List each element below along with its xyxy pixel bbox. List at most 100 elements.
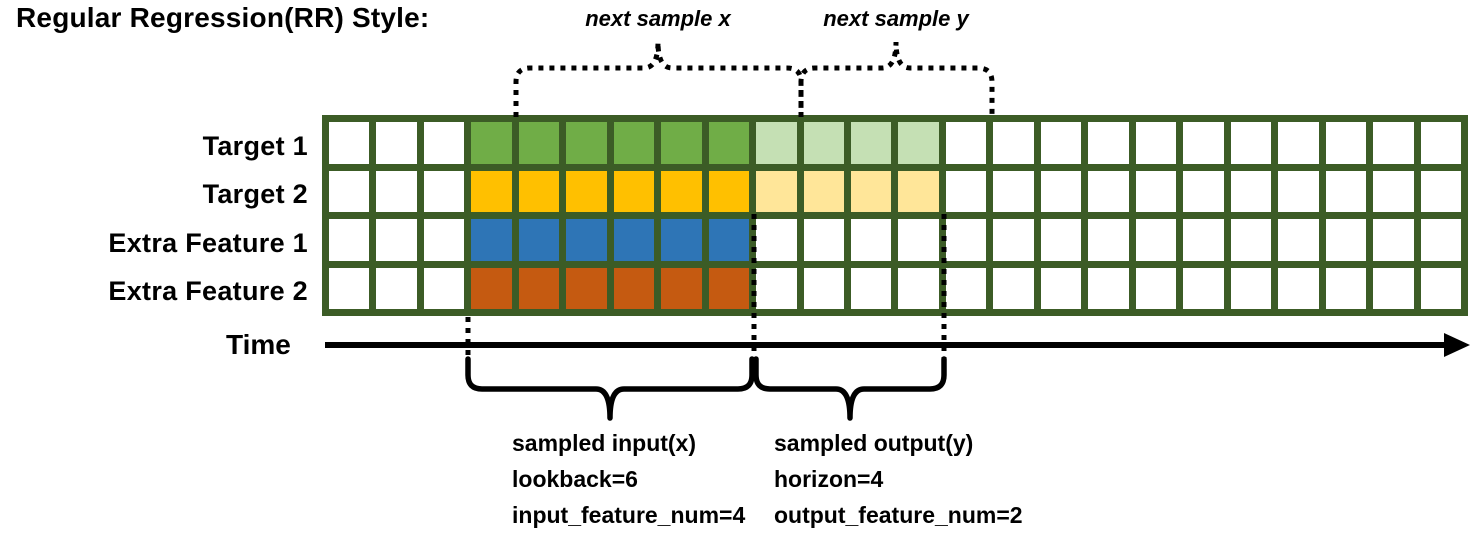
grid-cell bbox=[1183, 122, 1224, 164]
sampled-output-title: sampled output(y) bbox=[774, 430, 974, 456]
grid-cell bbox=[518, 122, 560, 164]
grid-cell bbox=[898, 170, 939, 212]
grid-cell bbox=[1373, 267, 1414, 309]
sampled-output-brace bbox=[753, 356, 947, 421]
grid-cell bbox=[851, 122, 892, 164]
row-label-target-1: Target 1 bbox=[202, 130, 308, 161]
grid-cell bbox=[1088, 219, 1129, 261]
page-title: Regular Regression(RR) Style: bbox=[16, 2, 430, 33]
row-label-target-2: Target 2 bbox=[202, 179, 308, 210]
grid-cell bbox=[756, 219, 797, 261]
grid-cell bbox=[993, 122, 1034, 164]
sampled-output-note: sampled output(y) horizon=4 output_featu… bbox=[774, 425, 1023, 533]
grid-cell bbox=[708, 122, 750, 164]
grid-cell bbox=[613, 219, 655, 261]
grid-cell bbox=[518, 170, 560, 212]
grid-cell bbox=[1135, 122, 1177, 164]
grid-cell bbox=[1135, 267, 1177, 309]
grid-cell bbox=[518, 219, 560, 261]
grid-cell bbox=[756, 122, 797, 164]
grid-cell bbox=[993, 219, 1034, 261]
grid-cell bbox=[1325, 170, 1367, 212]
grid-cell bbox=[1088, 170, 1129, 212]
time-axis-arrowhead bbox=[1444, 333, 1470, 357]
grid-cell bbox=[1278, 122, 1319, 164]
horizon-value: horizon=4 bbox=[774, 466, 884, 492]
grid-cell bbox=[1325, 122, 1367, 164]
grid-cell bbox=[898, 122, 939, 164]
grid-cell bbox=[1183, 267, 1224, 309]
grid-cell bbox=[376, 122, 417, 164]
grid-cell bbox=[613, 267, 655, 309]
grid-cell bbox=[1420, 122, 1461, 164]
grid-cell bbox=[1230, 267, 1272, 309]
grid-cell bbox=[1040, 170, 1082, 212]
grid-cell bbox=[1230, 170, 1272, 212]
grid-cell bbox=[423, 219, 465, 261]
grid-cell bbox=[613, 170, 655, 212]
grid-cell bbox=[1183, 219, 1224, 261]
grid-cell bbox=[566, 219, 607, 261]
grid-cell bbox=[566, 267, 607, 309]
grid-cell bbox=[1420, 170, 1461, 212]
timeseries-grid bbox=[322, 115, 1468, 316]
grid-cell bbox=[945, 267, 987, 309]
grid-cell bbox=[376, 219, 417, 261]
grid-cell bbox=[471, 267, 512, 309]
grid-cell bbox=[1040, 122, 1082, 164]
grid-cell bbox=[471, 170, 512, 212]
row-label-extra-feature-2: Extra Feature 2 bbox=[108, 276, 308, 307]
grid-cell bbox=[803, 170, 845, 212]
next-sample-x-label: next sample x bbox=[585, 6, 731, 31]
row-labels: Target 1 Target 2 Extra Feature 1 Extra Fea… bbox=[0, 122, 308, 316]
sampled-input-note: sampled input(x) lookback=6 input_featur… bbox=[512, 425, 745, 533]
grid-cell bbox=[471, 122, 512, 164]
grid-cell bbox=[898, 267, 939, 309]
grid-cell bbox=[329, 267, 370, 309]
grid-cell bbox=[329, 219, 370, 261]
grid-cell bbox=[376, 267, 417, 309]
grid-cell bbox=[1183, 170, 1224, 212]
row-label-extra-feature-1: Extra Feature 1 bbox=[108, 227, 308, 258]
grid-cell bbox=[661, 219, 702, 261]
grid-cell bbox=[661, 267, 702, 309]
grid-cell bbox=[1278, 219, 1319, 261]
next-sample-y-label: next sample y bbox=[823, 6, 969, 31]
grid-cell bbox=[329, 122, 370, 164]
grid-cell bbox=[1278, 267, 1319, 309]
grid-cell bbox=[851, 219, 892, 261]
sampled-input-title: sampled input(x) bbox=[512, 430, 697, 456]
grid-cell bbox=[423, 122, 465, 164]
grid-cell bbox=[518, 267, 560, 309]
next-sample-x-brace bbox=[513, 41, 804, 117]
grid-cell bbox=[708, 267, 750, 309]
grid-cell bbox=[1088, 122, 1129, 164]
grid-cell bbox=[708, 219, 750, 261]
grid-cell bbox=[1135, 170, 1177, 212]
grid-cell bbox=[993, 170, 1034, 212]
grid-cell bbox=[756, 267, 797, 309]
grid-cell bbox=[661, 170, 702, 212]
grid-cell bbox=[1040, 267, 1082, 309]
grid-cell bbox=[329, 170, 370, 212]
grid-cell bbox=[1088, 267, 1129, 309]
grid-cell bbox=[803, 267, 845, 309]
grid-cell bbox=[423, 267, 465, 309]
grid-cell bbox=[423, 170, 465, 212]
grid-cell bbox=[756, 170, 797, 212]
grid-cell bbox=[851, 267, 892, 309]
grid-cell bbox=[945, 122, 987, 164]
grid-cell bbox=[851, 170, 892, 212]
grid-cell bbox=[1373, 122, 1414, 164]
grid-cell bbox=[1373, 170, 1414, 212]
grid-cell bbox=[1040, 219, 1082, 261]
grid-cell bbox=[566, 170, 607, 212]
grid-cell bbox=[376, 170, 417, 212]
input-feature-num-value: input_feature_num=4 bbox=[512, 502, 746, 528]
next-sample-y-brace bbox=[798, 41, 995, 117]
grid-cell bbox=[1278, 170, 1319, 212]
grid-cell bbox=[708, 170, 750, 212]
grid-cell bbox=[471, 219, 512, 261]
sampled-input-brace bbox=[465, 356, 755, 421]
grid-cell bbox=[803, 219, 845, 261]
